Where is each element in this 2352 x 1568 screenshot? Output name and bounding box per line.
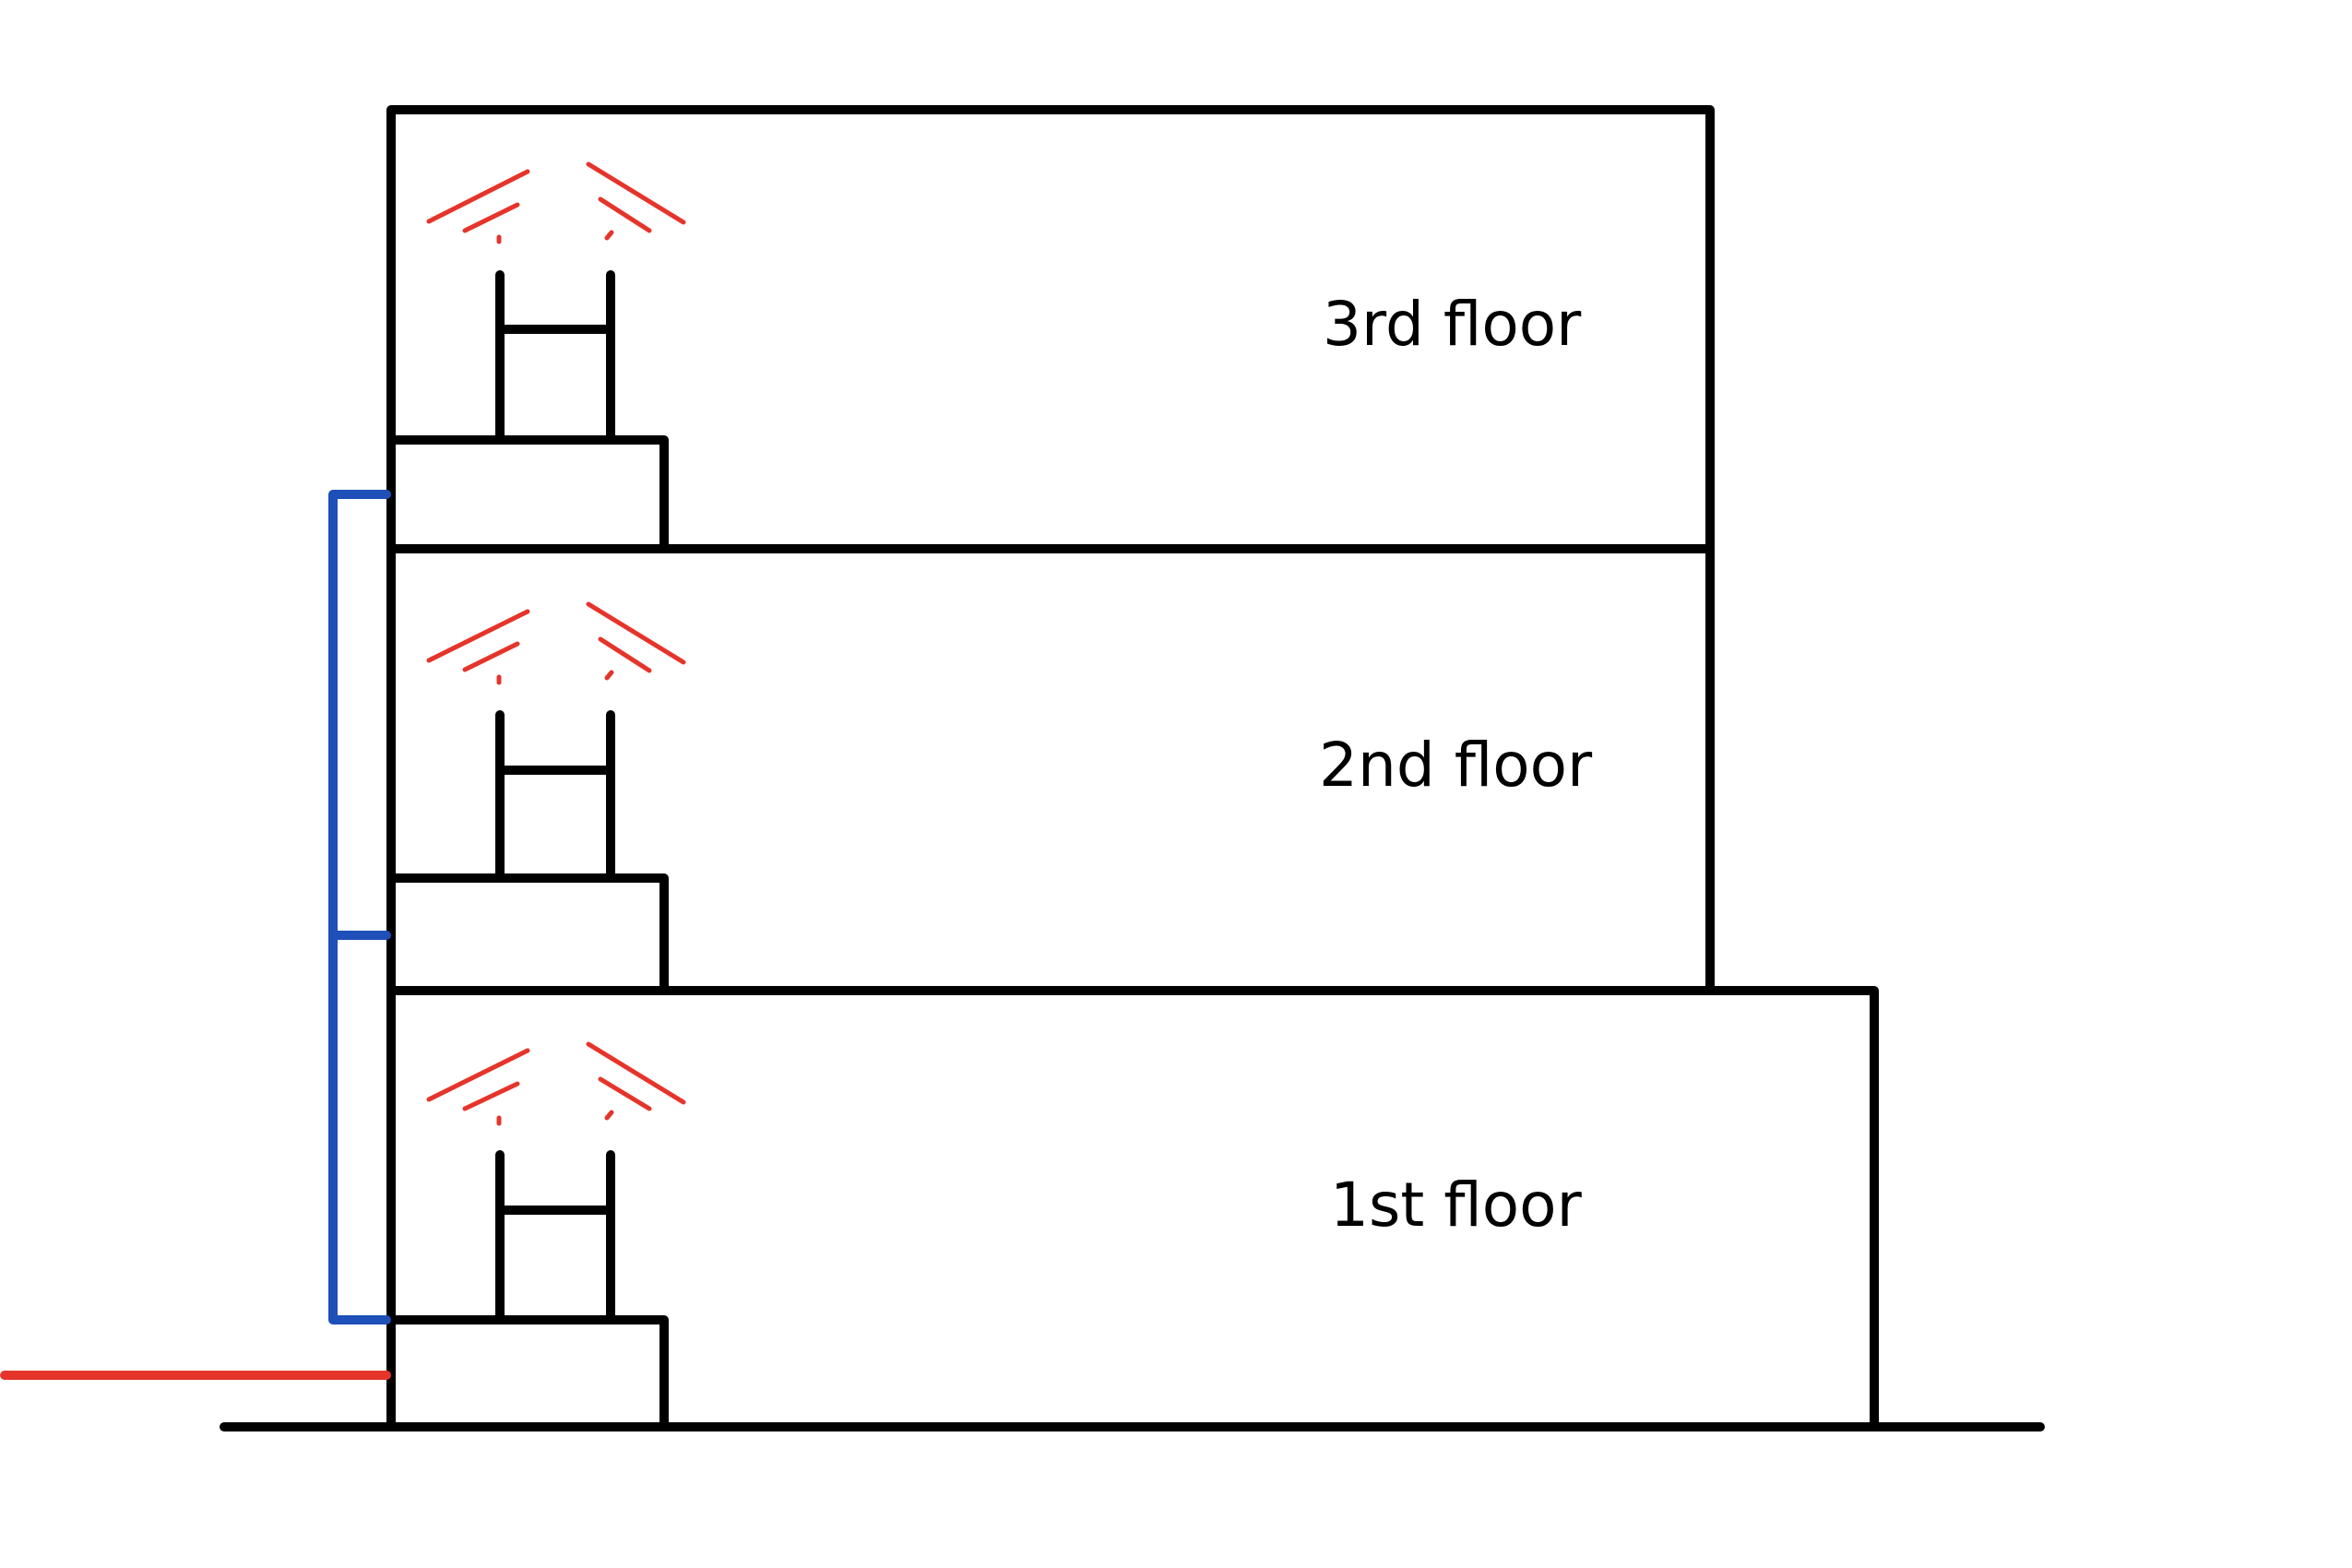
building-outline (386, 105, 1879, 1431)
ground-floor-outline (386, 986, 1879, 1431)
connecting-cable (328, 490, 391, 1324)
floor-3: 3rd floor (386, 161, 1582, 549)
wifi-router-icon (495, 710, 615, 878)
router-floor-3 (386, 161, 686, 549)
floor-label-3: 3rd floor (1323, 289, 1582, 360)
desk-floor-3 (386, 435, 669, 549)
wireless-signal-icon (426, 161, 686, 244)
desk-floor-1 (386, 1315, 669, 1428)
floor-2: 2nd floor (386, 601, 1593, 991)
wifi-router-icon (495, 270, 615, 440)
wireless-signal-icon (426, 601, 686, 685)
router-floor-1 (386, 1041, 686, 1428)
floor-1: 1st floor (386, 1041, 1583, 1428)
desk-floor-2 (386, 873, 669, 991)
router-floor-2 (386, 601, 686, 991)
floor-label-2: 2nd floor (1319, 730, 1593, 801)
wireless-signal-icon (426, 1041, 686, 1126)
wifi-router-icon (495, 1150, 615, 1320)
floor-label-1: 1st floor (1330, 1170, 1583, 1241)
